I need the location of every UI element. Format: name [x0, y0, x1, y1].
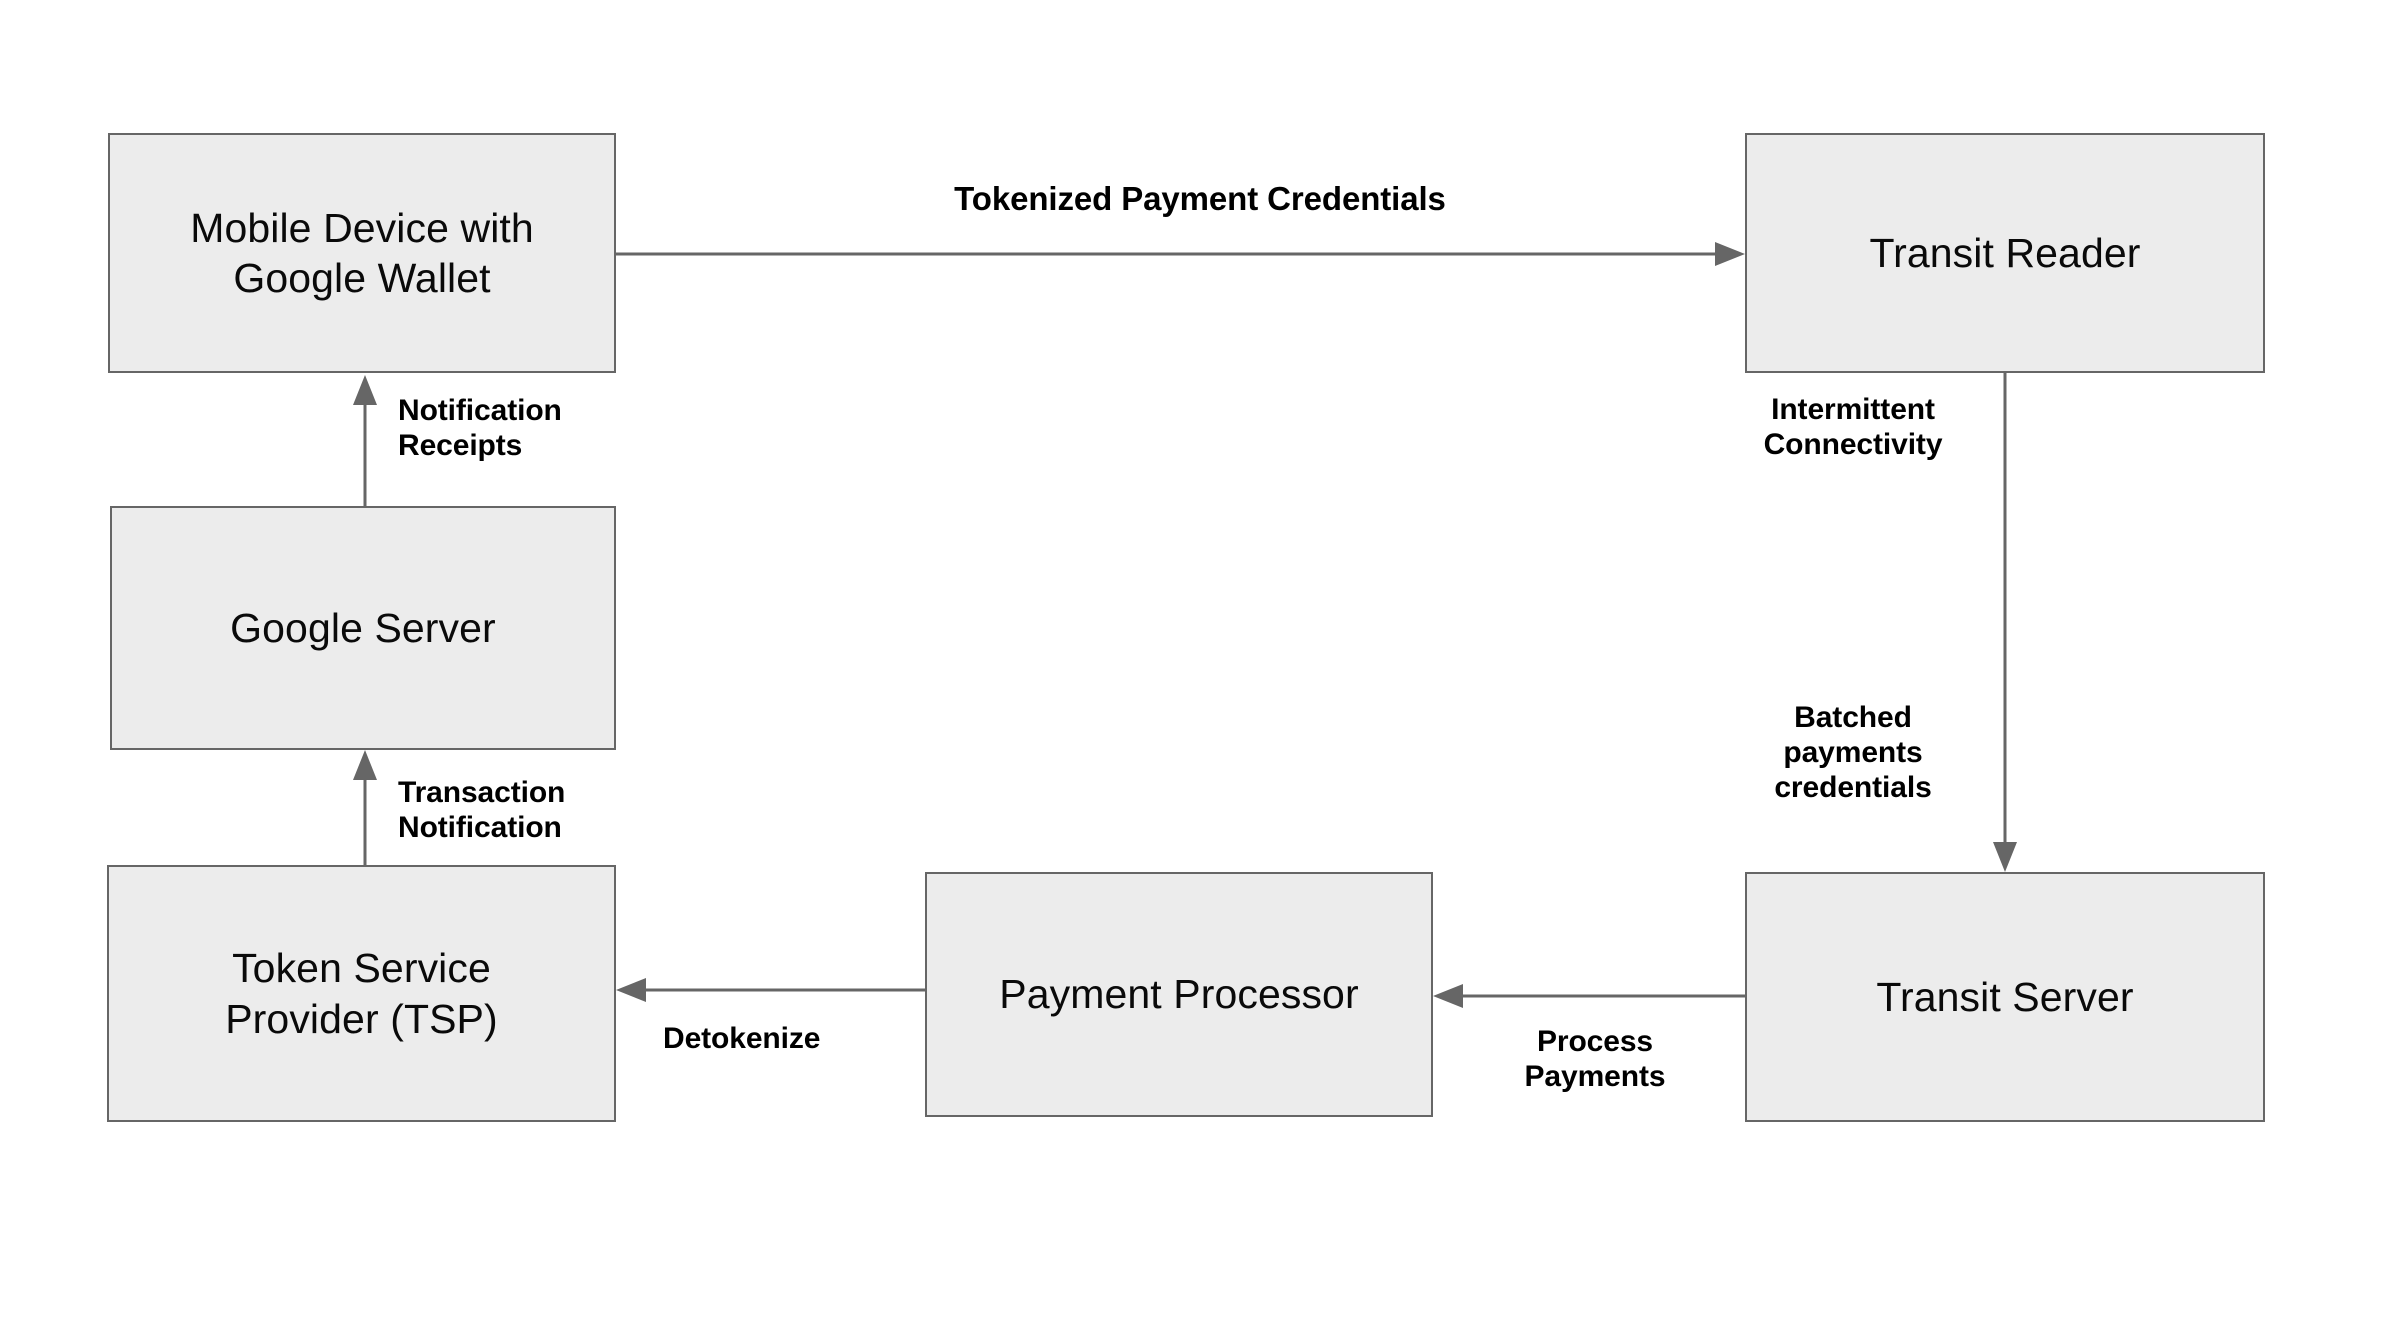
edge-label-intermittent-connectivity: Intermittent Connectivity [1763, 393, 1943, 462]
edge-detokenize [616, 978, 925, 1002]
edge-label-batched-payments-credentials: Batched payments credentials [1774, 701, 1932, 805]
edge-label-detokenize: Detokenize [663, 1022, 821, 1055]
node-transit-server-label: Transit Server [1876, 973, 2134, 1020]
edge-transaction-notification [353, 750, 377, 865]
edge-process-payments [1433, 984, 1745, 1008]
node-transit-reader[interactable]: Transit Reader [1745, 133, 2265, 373]
node-transit-reader-label: Transit Reader [1869, 229, 2141, 276]
edge-label-transaction-notification: Transaction Notification [398, 776, 566, 845]
node-transit-server[interactable]: Transit Server [1745, 872, 2265, 1122]
node-payment-processor[interactable]: Payment Processor [925, 872, 1433, 1117]
node-token-service-provider[interactable]: Token Service Provider (TSP) [107, 865, 616, 1122]
node-mobile-device-label: Mobile Device with Google Wallet [190, 204, 534, 301]
edge-label-process-payments: Process Payments [1524, 1025, 1666, 1094]
node-mobile-device[interactable]: Mobile Device with Google Wallet [108, 133, 616, 373]
node-google-server-label: Google Server [230, 604, 496, 651]
node-payment-processor-label: Payment Processor [999, 971, 1359, 1018]
edge-notification-receipts [353, 375, 377, 506]
edge-label-notification-receipts: Notification Receipts [398, 394, 562, 463]
edge-intermittent-connectivity [1993, 373, 2017, 872]
edge-label-tokenized-payment-credentials: Tokenized Payment Credentials [954, 180, 1446, 217]
node-google-server[interactable]: Google Server [110, 506, 616, 750]
edge-tokenized-payment-credentials [616, 242, 1745, 266]
node-token-service-provider-label: Token Service Provider (TSP) [225, 945, 498, 1042]
